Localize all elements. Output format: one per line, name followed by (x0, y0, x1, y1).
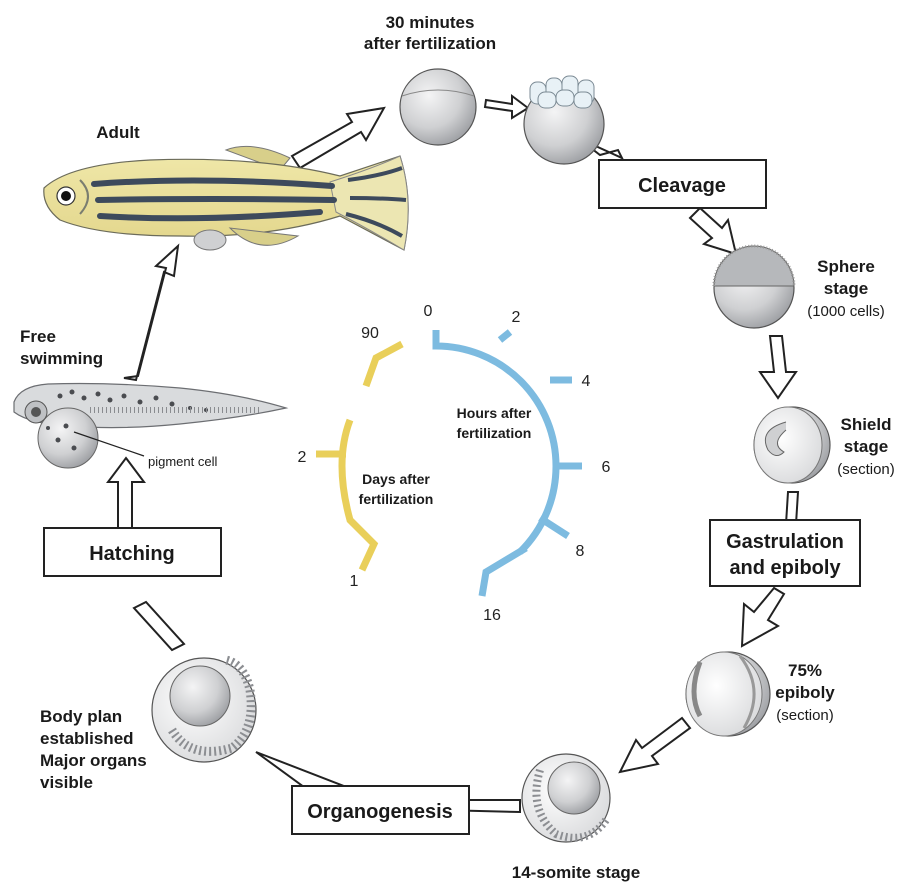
shield-label-1: Shield (840, 415, 891, 434)
arrow-larva-to-adult (124, 246, 178, 380)
hour-tick-6: 6 (602, 459, 611, 476)
sphere-label-3: (1000 cells) (807, 303, 885, 320)
thirty-minutes-label-1: 30 minutes (386, 13, 475, 32)
shield-label-3: (section) (837, 461, 895, 478)
body-plan-label-3: Major organs (40, 751, 147, 770)
cleavage-embryo (524, 76, 604, 164)
free-swimming-label-1: Free (20, 327, 56, 346)
somite-stage-embryo (522, 754, 610, 842)
arrow-adult-to-zygote (292, 108, 384, 168)
body-plan-label-1: Body plan (40, 707, 122, 726)
body-plan-label-2: established (40, 729, 134, 748)
body-plan-embryo (152, 658, 256, 762)
days-bracket (316, 344, 402, 570)
arrow-zygote-to-cleavage (485, 96, 528, 118)
hour-tick-8: 8 (576, 543, 585, 560)
gastrulation-box: Gastrulation and epiboly (710, 520, 860, 586)
gastrulation-label-line1: Gastrulation (726, 531, 844, 553)
hours-label-2: fertilization (457, 425, 532, 441)
organogenesis-label: Organogenesis (307, 801, 453, 823)
arrow-bodyplan-to-hatching (134, 602, 184, 650)
arrow-gastrulation-to-epiboly (742, 588, 784, 646)
shield-label-2: stage (844, 437, 888, 456)
hour-tick-16: 16 (483, 607, 501, 624)
arrow-hatching-to-larva (108, 458, 144, 528)
somite-stage-label: 14-somite stage (512, 863, 641, 882)
thirty-minutes-label-2: after fertilization (364, 34, 496, 53)
day-tick-90: 90 (361, 325, 379, 342)
day-tick-1: 1 (350, 573, 359, 590)
cleavage-box: Cleavage (599, 160, 766, 208)
epiboly-75-label-1: 75% (788, 661, 822, 680)
free-swimming-label-2: swimming (20, 349, 103, 368)
sphere-label-1: Sphere (817, 257, 875, 276)
epiboly-75-embryo (686, 652, 770, 736)
hour-tick-0: 0 (424, 303, 433, 320)
sphere-label-2: stage (824, 279, 868, 298)
pigment-cell-label: pigment cell (148, 454, 217, 469)
epiboly-75-label-3: (section) (776, 707, 834, 724)
body-plan-label-4: visible (40, 773, 93, 792)
hatching-box: Hatching (44, 528, 221, 576)
hatching-label: Hatching (89, 543, 175, 565)
organogenesis-box: Organogenesis (292, 786, 469, 834)
hours-label-1: Hours after (457, 405, 532, 421)
arrow-sphere-to-shield (760, 336, 796, 398)
hour-tick-2: 2 (512, 309, 521, 326)
zygote-embryo (400, 69, 476, 145)
cleavage-label: Cleavage (638, 175, 726, 197)
arrow-cleavage-to-sphere (690, 208, 736, 254)
adult-zebrafish (44, 146, 408, 250)
shield-stage-embryo (754, 407, 830, 483)
days-label-2: fertilization (359, 491, 434, 507)
gastrulation-label-line2: and epiboly (729, 557, 841, 579)
hours-bracket (436, 330, 582, 596)
days-label-1: Days after (362, 471, 430, 487)
arrow-epiboly-to-somite (620, 718, 690, 772)
day-tick-2: 2 (298, 449, 307, 466)
sphere-stage-embryo (714, 246, 794, 328)
hour-tick-4: 4 (582, 373, 591, 390)
epiboly-75-label-2: epiboly (775, 683, 835, 702)
adult-label: Adult (96, 123, 140, 142)
